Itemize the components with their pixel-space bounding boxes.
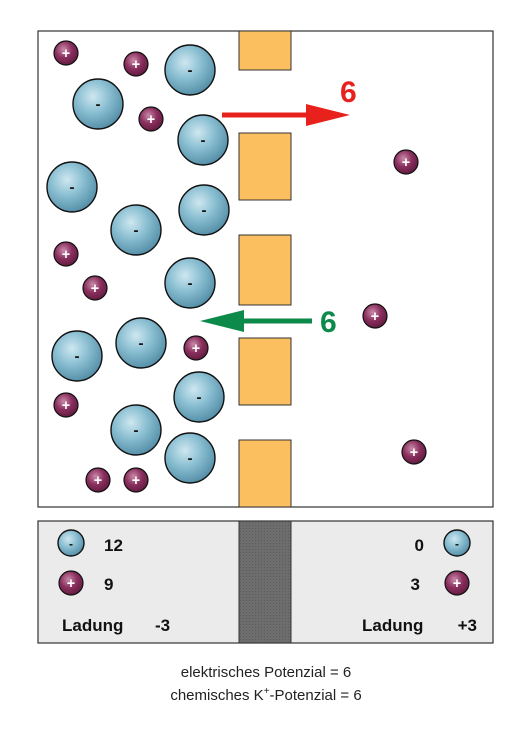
- svg-text:+: +: [192, 341, 200, 357]
- right-charge-label: Ladung: [362, 616, 423, 635]
- influx-arrow-head: [200, 310, 244, 332]
- ion-layer: - - - - - - - - - - - - + + + + + + + + + + + +: [46, 40, 427, 493]
- electric-potential-text: elektrisches Potenzial = 6: [180, 664, 352, 681]
- anion: -: [72, 78, 124, 130]
- left-charge-label: Ladung: [62, 616, 123, 635]
- chemical-potential-suffix: -Potenzial = 6: [269, 687, 362, 704]
- svg-text:+: +: [410, 445, 418, 461]
- efflux-value: 6: [340, 76, 357, 109]
- svg-text:+: +: [132, 57, 140, 73]
- anion: -: [177, 114, 229, 166]
- anion: -: [110, 404, 162, 456]
- legend-membrane: [238, 520, 292, 644]
- anion: -: [164, 432, 216, 484]
- anion: -: [164, 257, 216, 309]
- cation: +: [123, 467, 149, 493]
- cation: +: [53, 40, 79, 66]
- efflux-arrow-head: [306, 104, 350, 126]
- svg-text:-: -: [134, 222, 139, 239]
- svg-text:-: -: [134, 422, 139, 439]
- svg-text:+: +: [62, 398, 70, 414]
- anion: -: [115, 317, 167, 369]
- cation: +: [82, 275, 108, 301]
- cation: +: [123, 51, 149, 77]
- anion: -: [173, 371, 225, 423]
- right-charge-value: +3: [458, 616, 477, 635]
- membrane-channels: [238, 30, 292, 508]
- svg-text:+: +: [94, 473, 102, 489]
- svg-text:+: +: [62, 46, 70, 62]
- anion: -: [164, 44, 216, 96]
- svg-text:-: -: [188, 450, 193, 467]
- anion: -: [110, 204, 162, 256]
- cation: +: [401, 439, 427, 465]
- influx-value: 6: [320, 306, 337, 339]
- cation: +: [138, 106, 164, 132]
- legend-panel: [37, 520, 494, 644]
- electric-potential-caption: elektrisches Potenzial = 6: [0, 664, 532, 681]
- potassium-superscript: +: [263, 686, 270, 697]
- cation: +: [53, 392, 79, 418]
- left-charge-value: -3: [155, 616, 170, 635]
- membrane-channel-block: [238, 337, 292, 406]
- influx-arrow: 6: [200, 306, 337, 339]
- svg-text:-: -: [188, 62, 193, 79]
- svg-text:-: -: [197, 389, 202, 406]
- svg-text:+: +: [67, 576, 75, 592]
- right-cation-count: 3: [411, 575, 420, 594]
- svg-text:-: -: [188, 275, 193, 292]
- cation: +: [53, 241, 79, 267]
- right-anion-count: 0: [415, 536, 424, 555]
- svg-text:-: -: [75, 348, 80, 365]
- membrane-channel-block: [238, 30, 292, 71]
- anion: -: [51, 330, 103, 382]
- svg-text:-: -: [201, 132, 206, 149]
- legend-cation-icon: +: [58, 570, 84, 596]
- svg-text:-: -: [69, 537, 73, 551]
- svg-text:-: -: [70, 179, 75, 196]
- efflux-arrow: 6: [222, 76, 357, 126]
- svg-text:-: -: [455, 537, 459, 551]
- membrane-channel-block: [238, 234, 292, 306]
- left-cation-count: 9: [104, 575, 113, 594]
- cation: +: [362, 303, 388, 329]
- svg-text:-: -: [139, 335, 144, 352]
- cation: +: [393, 149, 419, 175]
- legend-icons: - + - +: [57, 529, 471, 596]
- cation: +: [183, 335, 209, 361]
- svg-text:+: +: [132, 473, 140, 489]
- svg-text:-: -: [96, 96, 101, 113]
- cation: +: [85, 467, 111, 493]
- membrane-channel-block: [238, 132, 292, 201]
- svg-text:+: +: [147, 112, 155, 128]
- svg-text:+: +: [453, 576, 461, 592]
- chemical-potential-caption: chemisches K+-Potenzial = 6: [0, 686, 532, 704]
- chemical-potential-prefix: chemisches K: [170, 687, 264, 704]
- legend-anion-icon: -: [443, 529, 471, 557]
- svg-text:+: +: [62, 247, 70, 263]
- svg-text:+: +: [402, 155, 410, 171]
- svg-text:+: +: [371, 309, 379, 325]
- svg-text:+: +: [91, 281, 99, 297]
- legend-cation-icon: +: [444, 570, 470, 596]
- svg-text:-: -: [202, 202, 207, 219]
- legend-anion-icon: -: [57, 529, 85, 557]
- anion: -: [46, 161, 98, 213]
- anion: -: [178, 184, 230, 236]
- membrane-channel-block: [238, 439, 292, 508]
- left-anion-count: 12: [104, 536, 123, 555]
